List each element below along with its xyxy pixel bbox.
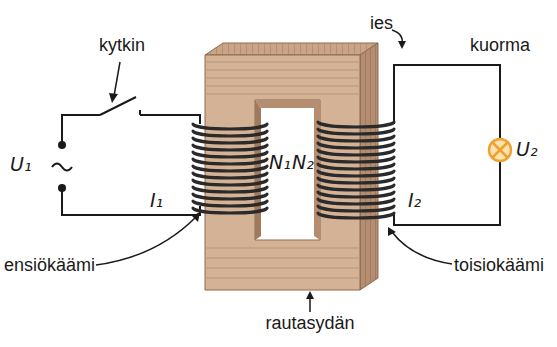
part-name: ensiökäämi [4,256,95,276]
primary-coil [193,124,267,213]
quantity-symbol: I₁ [150,190,163,211]
secondary-coil [318,122,394,218]
switch-symbol [100,97,140,115]
source-terminals [52,141,72,192]
part-name: rautasydän [265,314,354,334]
switch-pointer [109,62,120,103]
part-name: ies [370,14,393,34]
quantity-symbol: N₁ [269,152,291,173]
quantity-symbol: U₁ [10,154,32,175]
lamp-symbol [489,139,511,161]
quantity-symbol: U₂ [516,139,538,160]
part-name: kuorma [470,36,530,56]
part-name: toisiokäämi [454,256,544,276]
wires [62,65,500,225]
part-name: kytkin [99,36,145,56]
quantity-symbol: N₂ [292,152,314,173]
leader-lines [96,30,452,312]
quantity-symbol: I₂ [408,190,421,211]
iron-core [205,43,378,290]
